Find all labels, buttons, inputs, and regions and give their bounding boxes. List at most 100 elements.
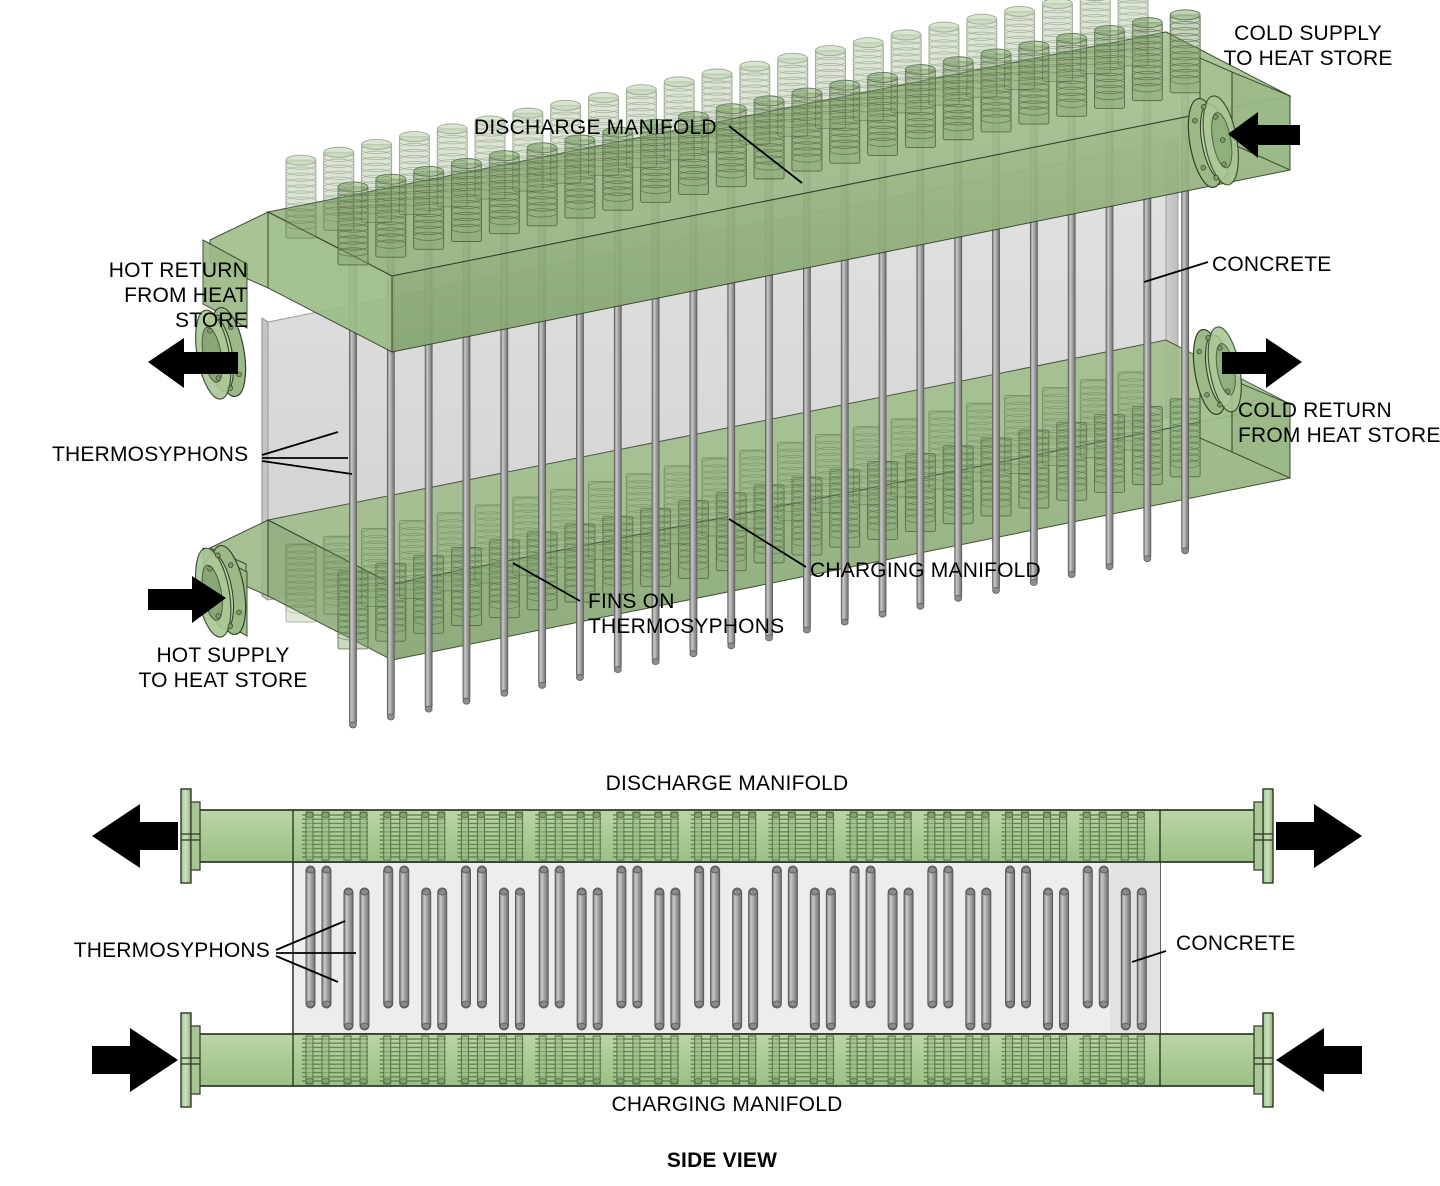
thermosyphon-tube [1021,865,1032,1009]
thermosyphon-tube [437,887,448,1031]
thermosyphon-tube [514,887,525,1031]
fin-stack [436,123,468,208]
thermosyphon-tube [849,865,860,1009]
fin-stack [815,45,846,129]
thermosyphon-tube [460,865,471,1009]
fin-stack [942,56,974,141]
fin-stack [768,1035,835,1085]
fin-stack [690,811,757,861]
side-view-group [92,788,1362,1108]
fin-stack [379,1035,446,1085]
fin-stack [588,92,619,176]
label-side-view-title: SIDE VIEW [666,1149,778,1172]
thermosyphon-tube [538,865,549,1009]
fin-stack [512,107,544,192]
label-fins-on-thermosyphons-iso: FINS ON THERMOSYPHONS [588,590,785,638]
hot-supply-arrow-iso [148,576,226,623]
cold-supply-flange-side [1253,788,1274,884]
fin-stack [1117,371,1149,451]
fin-stack [361,138,393,223]
thermosyphon-tube [981,887,992,1031]
hot-return-flange-side [180,788,201,884]
fin-stack [815,434,846,513]
fin-stack [612,1035,679,1085]
fin-stack [846,811,913,861]
fin-stack [923,811,990,861]
fin-stack [1041,387,1073,467]
fin-stack [690,1035,757,1085]
label-thermosyphons-side: THERMOSYPHONS [73,939,270,962]
thermosyphon-tube [592,887,603,1031]
thermosyphon-tube [903,887,914,1031]
fin-stack [285,543,317,623]
fin-stack [980,48,1012,133]
fin-stack [625,84,657,169]
fin-stack [663,76,695,161]
fin-stack [602,126,634,211]
fin-stack [739,60,771,145]
thermosyphon-tube [865,865,876,1009]
thermosyphon-tube [1120,887,1131,1031]
fin-stack [923,1035,990,1085]
thermosyphon-tube [498,887,509,1031]
fins-top-side [302,811,1146,861]
fin-stack [1079,0,1111,75]
thermosyphon-tube [1082,865,1093,1009]
fin-stack [846,1035,913,1085]
fin-stack [302,1035,368,1085]
fin-stack [966,13,998,98]
fin-stack [1001,1035,1068,1085]
fin-stack [928,410,960,490]
fin-stack [1004,394,1036,474]
fin-stack [564,134,596,219]
thermosyphon-tube [748,887,759,1031]
side-flow-arrows [92,804,1362,1092]
fin-stack [302,811,368,861]
label-hot-return-iso: HOT RETURN FROM HEAT STORE [108,259,248,332]
fin-stack [1041,0,1073,83]
thermosyphon-tube [809,887,820,1031]
leader-side-thermo-c [275,955,339,983]
fin-stack [535,1035,602,1085]
thermosyphon-tube [965,887,976,1031]
fin-stack [323,146,355,231]
fin-stack [337,181,369,266]
discharge-manifold-side [195,809,1259,863]
fin-stack [488,150,520,235]
label-concrete-side: CONCRETE [1176,932,1296,955]
fins-bottom-side [302,1035,1146,1085]
fin-stack [1094,24,1125,109]
fin-stack [1018,40,1050,125]
fin-stack [1001,811,1068,861]
cold-supply-flange-iso [1187,95,1239,189]
leader-charging-manifold [728,518,807,568]
fin-stack [890,29,922,114]
fin-stack [457,811,524,861]
fin-stack [777,52,809,137]
fin-stack [625,473,657,553]
fin-stack [474,115,506,200]
fin-stack [768,811,835,861]
fin-stack [512,496,544,576]
fin-stack [1169,9,1201,94]
fin-stack [457,1035,524,1085]
label-hot-supply-iso: HOT SUPPLY TO HEAT STORE [138,644,308,692]
fin-stack [829,79,861,164]
fin-stacks-top-iso [285,0,1201,266]
charging-manifold-side [195,1033,1259,1087]
fin-stack [852,37,884,122]
fin-stack [451,158,482,242]
fin-stack [1056,32,1088,117]
thermosyphon-tube [732,887,743,1031]
fin-stack [379,811,446,861]
cold-return-arrow-side [1276,1028,1362,1092]
cold-supply-arrow-iso [1228,112,1300,158]
thermosyphon-tube [710,865,721,1009]
leader-discharge-manifold [728,125,803,184]
thermosyphon-tube [654,887,665,1031]
thermosyphon-tube [1059,887,1070,1031]
fin-stacks-bottom-iso [285,371,1201,650]
label-cold-return-iso: COLD RETURN FROM HEAT STORE [1238,399,1440,447]
hot-return-arrow-iso [148,338,238,388]
fin-stack [375,173,407,258]
